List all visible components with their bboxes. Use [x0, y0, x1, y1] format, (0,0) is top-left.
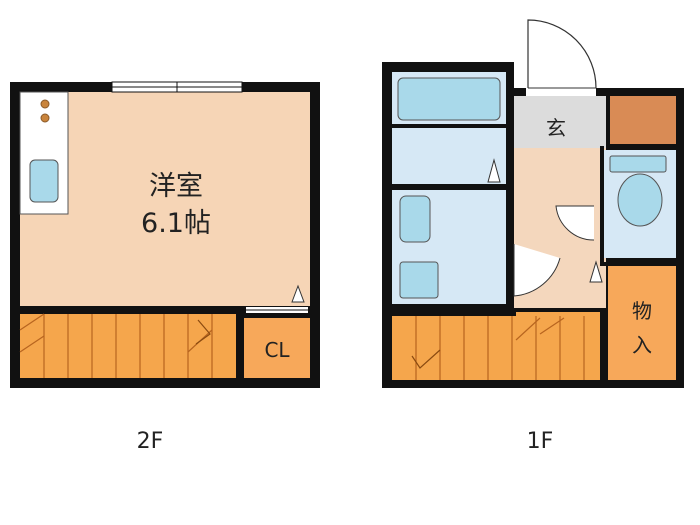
door-marker-icon: [291, 284, 305, 303]
door-swing-icon: [555, 205, 595, 241]
washbasin-icon: [399, 195, 431, 243]
toilet-bowl-icon: [617, 173, 663, 227]
shoe-cabinet: [610, 96, 676, 144]
floor-label-1f: 1F: [527, 429, 554, 454]
sink-icon: [29, 159, 59, 203]
stair-steps-1f: [415, 316, 585, 380]
room-name: 洋室: [149, 171, 203, 202]
wall-2f-closet: [236, 310, 244, 388]
floor-label-2f: 2F: [137, 429, 164, 454]
stair-arrow-icon: [195, 319, 211, 345]
closet-label: CL: [264, 338, 290, 362]
stove-burner-icon: [40, 113, 50, 123]
washing-machine-icon: [399, 261, 439, 299]
storage-label-2: 入: [632, 333, 652, 357]
closet: [244, 318, 310, 378]
door-marker-icon: [487, 158, 501, 183]
stairs-2f: [20, 314, 236, 378]
door-swing-icon: [513, 244, 561, 297]
entrance-label: 玄: [546, 116, 566, 140]
toilet-tank-icon: [609, 155, 667, 173]
stair-steps-2f: [19, 313, 213, 378]
storage: [608, 266, 676, 380]
bathtub-icon: [397, 77, 501, 121]
room-size: 6.1帖: [141, 208, 211, 239]
entrance: [514, 96, 606, 148]
front-door-icon: [527, 19, 597, 89]
stairs-1f: [392, 316, 600, 380]
floor-1f: 玄 物 入: [382, 19, 684, 454]
stair-arrow-icon: [411, 349, 441, 369]
wall-2f-stair: [88, 306, 310, 314]
floor-2f: CL 洋室 6.1帖 2F: [10, 81, 320, 454]
door-marker-icon: [589, 260, 603, 283]
storage-label-1: 物: [632, 299, 652, 323]
stove-burner-icon: [40, 99, 50, 109]
